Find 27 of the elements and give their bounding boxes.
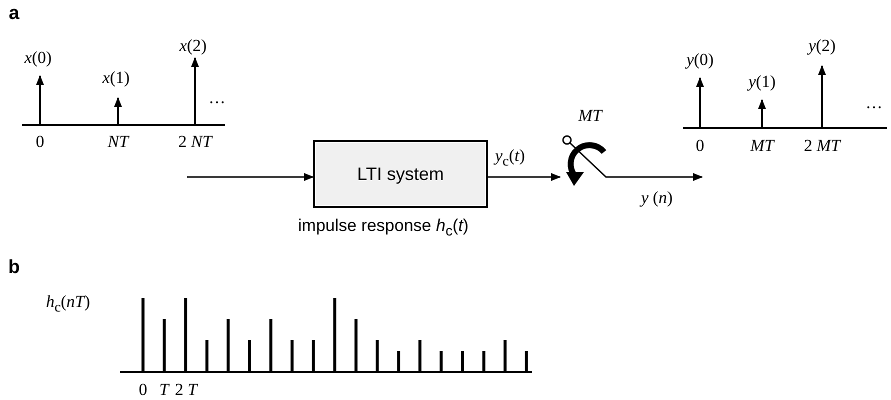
tick-label: 2 NT <box>178 132 212 152</box>
panel-letter: b <box>8 258 20 278</box>
system-block: LTI system <box>313 140 488 208</box>
ellipsis: … <box>208 88 226 108</box>
sample-label: x(1) <box>102 68 130 88</box>
sampling-period-label: MT <box>578 106 602 126</box>
sample-label: y(0) <box>686 50 714 70</box>
tick-label: 0 <box>36 132 44 152</box>
tick-label: 2 MT <box>804 136 840 156</box>
arrow <box>187 173 314 181</box>
arrow <box>620 173 703 181</box>
sample-label: y(1) <box>748 72 776 92</box>
arrow <box>488 173 561 181</box>
tick-label: NT <box>108 132 128 152</box>
sample-label: y(2) <box>808 36 836 56</box>
tick-label: 2 T <box>174 380 198 400</box>
ellipsis: … <box>866 93 882 113</box>
tick-label: MT <box>750 136 774 156</box>
panel-letter: a <box>8 4 20 24</box>
axis-label: h$_{c}$(nT) <box>46 292 90 318</box>
sample-label: x(0) <box>24 48 52 68</box>
edge-label: y (n) <box>640 188 674 208</box>
impulse-response-label: impulse response h$_{c}$(t) <box>298 216 469 242</box>
tick-label: T <box>159 380 169 400</box>
sample-label: x(2) <box>179 36 207 56</box>
tick-label: 0 <box>138 380 148 400</box>
tick-label: 0 <box>696 136 704 156</box>
